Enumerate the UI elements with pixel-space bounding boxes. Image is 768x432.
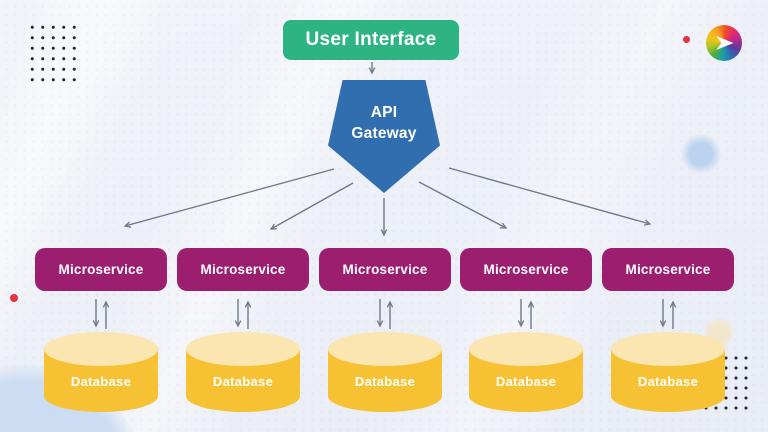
user-interface-node: User Interface (283, 20, 459, 60)
service-column: Microservice Database (460, 248, 592, 413)
database-cylinder: Database (469, 332, 583, 412)
database-label: Database (495, 374, 557, 389)
microservice-label: Microservice (483, 262, 569, 277)
microservice-label: Microservice (58, 262, 144, 277)
microservice-node: Microservice (460, 248, 592, 291)
database-cylinder: Database (328, 332, 442, 412)
microservice-label: Microservice (342, 262, 428, 277)
microservice-node: Microservice (602, 248, 734, 291)
database-cylinder: Database (611, 332, 725, 412)
service-column: Microservice Database (177, 248, 309, 413)
database-label: Database (70, 374, 132, 389)
microservice-node: Microservice (177, 248, 309, 291)
microservice-label: Microservice (200, 262, 286, 277)
database-cylinder: Database (186, 332, 300, 412)
database-cylinder-top (469, 332, 583, 366)
microservice-node: Microservice (319, 248, 451, 291)
soft-circle-decor (681, 134, 721, 174)
api-gateway-label: API Gateway (351, 103, 417, 142)
service-column: Microservice Database (35, 248, 167, 413)
microservice-label: Microservice (625, 262, 711, 277)
database-cylinder-top (44, 332, 158, 366)
microservice-node: Microservice (35, 248, 167, 291)
database-label: Database (637, 374, 699, 389)
service-column: Microservice Database (319, 248, 451, 413)
database-cylinder-top (186, 332, 300, 366)
database-cylinder: Database (44, 332, 158, 412)
user-interface-label: User Interface (305, 29, 437, 50)
brand-logo (706, 25, 742, 61)
database-cylinder-top (611, 332, 725, 366)
database-label: Database (212, 374, 274, 389)
service-column: Microservice Database (602, 248, 734, 413)
red-accent-dot-top-right (683, 36, 690, 43)
logo-arrow-icon (716, 36, 734, 50)
dot-grid-top-left (27, 22, 80, 85)
database-label: Database (354, 374, 416, 389)
database-cylinder-top (328, 332, 442, 366)
api-gateway-node: API Gateway (328, 80, 440, 193)
red-accent-dot-left (10, 294, 18, 302)
